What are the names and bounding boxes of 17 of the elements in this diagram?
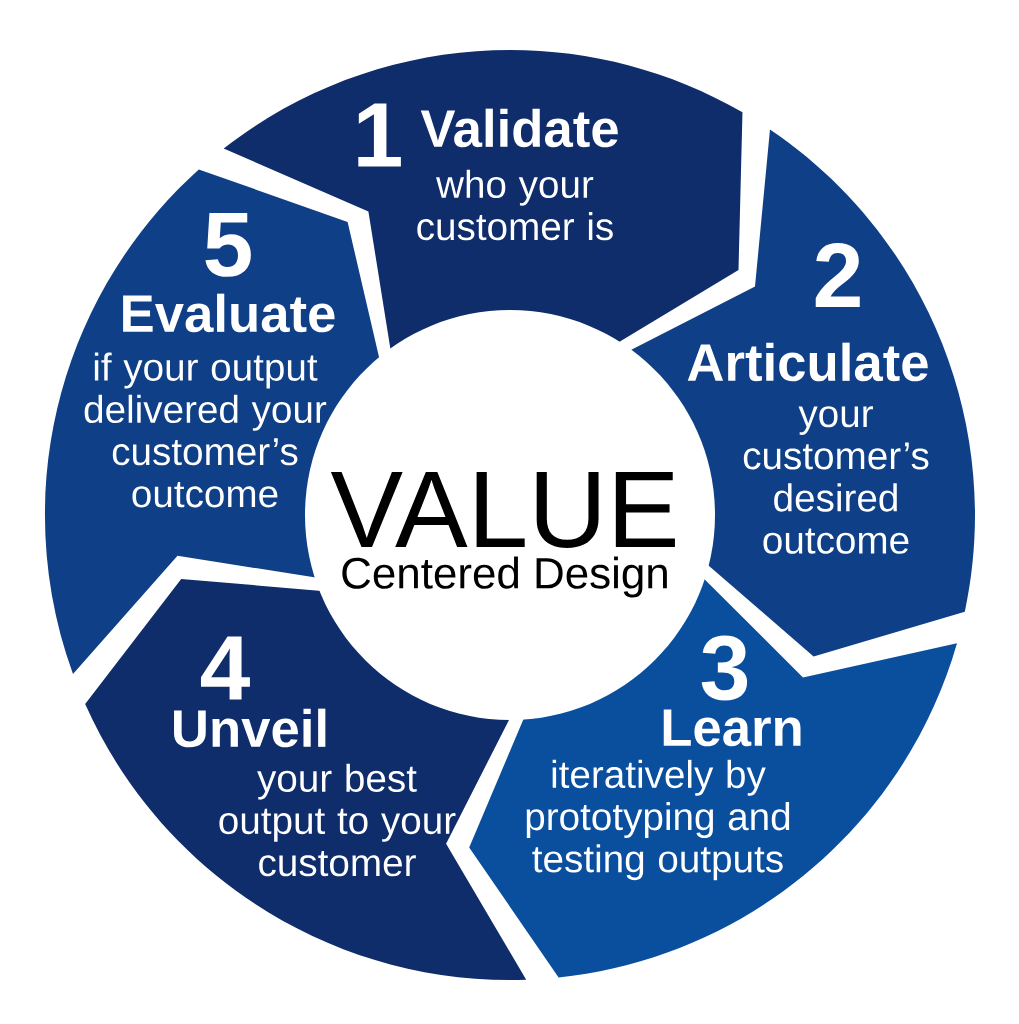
- step-description: iteratively by prototyping and testing outputs: [526, 759, 790, 881]
- center-title: VALUE: [330, 472, 675, 548]
- step-heading: Validate: [420, 108, 618, 148]
- step-heading: Articulate: [687, 342, 928, 382]
- step-description: your customer’s desired outcome: [743, 406, 929, 554]
- step-description: if your output delivered your customer’s outcome: [84, 352, 327, 508]
- step-number: 3: [701, 635, 748, 701]
- step-number: 2: [815, 243, 860, 307]
- step-number: 1: [358, 103, 401, 167]
- step-heading: Evaluate: [123, 293, 335, 333]
- step-description: who your customer is: [417, 169, 613, 241]
- step-description: your best output to your customer: [219, 763, 456, 877]
- step-heading: Learn: [663, 709, 801, 747]
- center-subtitle: Centered Design: [342, 556, 667, 598]
- step-number: 5: [205, 213, 251, 277]
- step-heading: Unveil: [174, 708, 326, 748]
- step-number: 4: [200, 636, 250, 700]
